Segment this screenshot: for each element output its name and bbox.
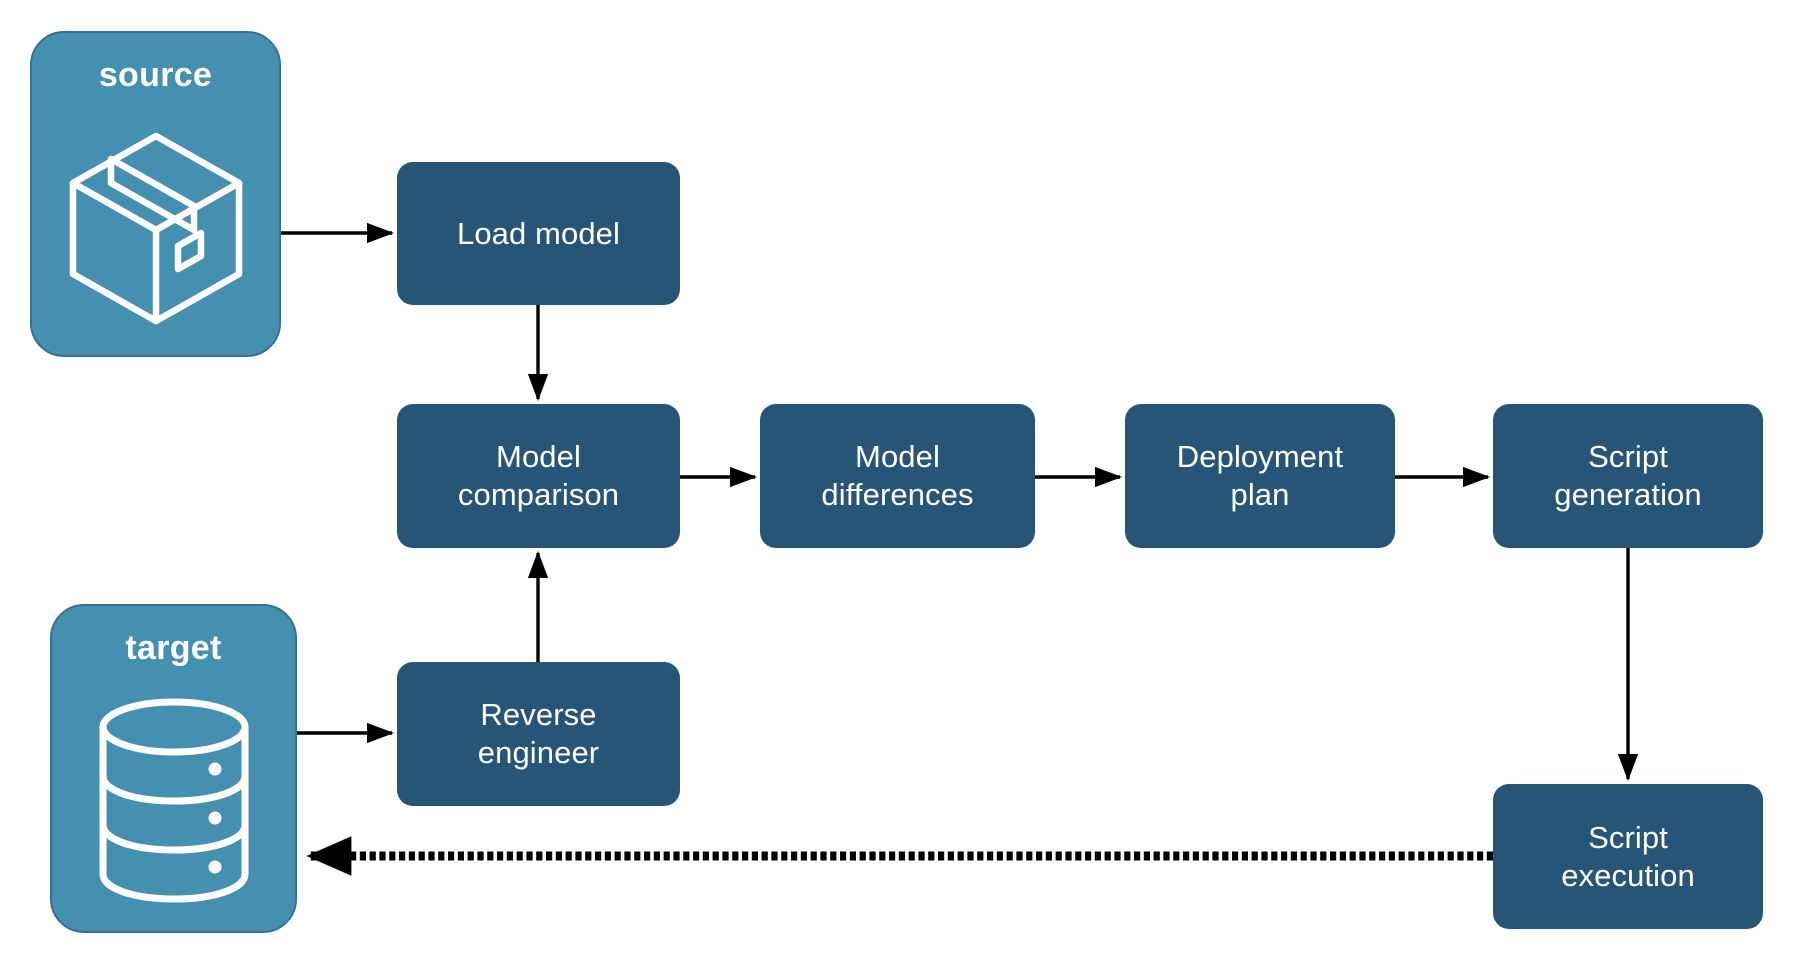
process-reverse-engineer[interactable]: Reverse engineer	[397, 662, 680, 806]
process-model-comparison[interactable]: Model comparison	[397, 404, 680, 548]
database-cylinder-icon	[52, 669, 295, 931]
process-load-model[interactable]: Load model	[397, 162, 680, 305]
process-script-execution[interactable]: Script execution	[1493, 784, 1763, 929]
process-model-differences[interactable]: Model differences	[760, 404, 1035, 548]
endpoint-source[interactable]: source	[30, 31, 281, 357]
process-deployment-plan[interactable]: Deployment plan	[1125, 404, 1395, 548]
process-script-generation[interactable]: Script generation	[1493, 404, 1763, 548]
endpoint-target-label: target	[125, 629, 222, 667]
endpoint-target[interactable]: target	[50, 604, 297, 933]
endpoint-source-label: source	[98, 56, 213, 94]
package-box-icon	[32, 96, 279, 355]
